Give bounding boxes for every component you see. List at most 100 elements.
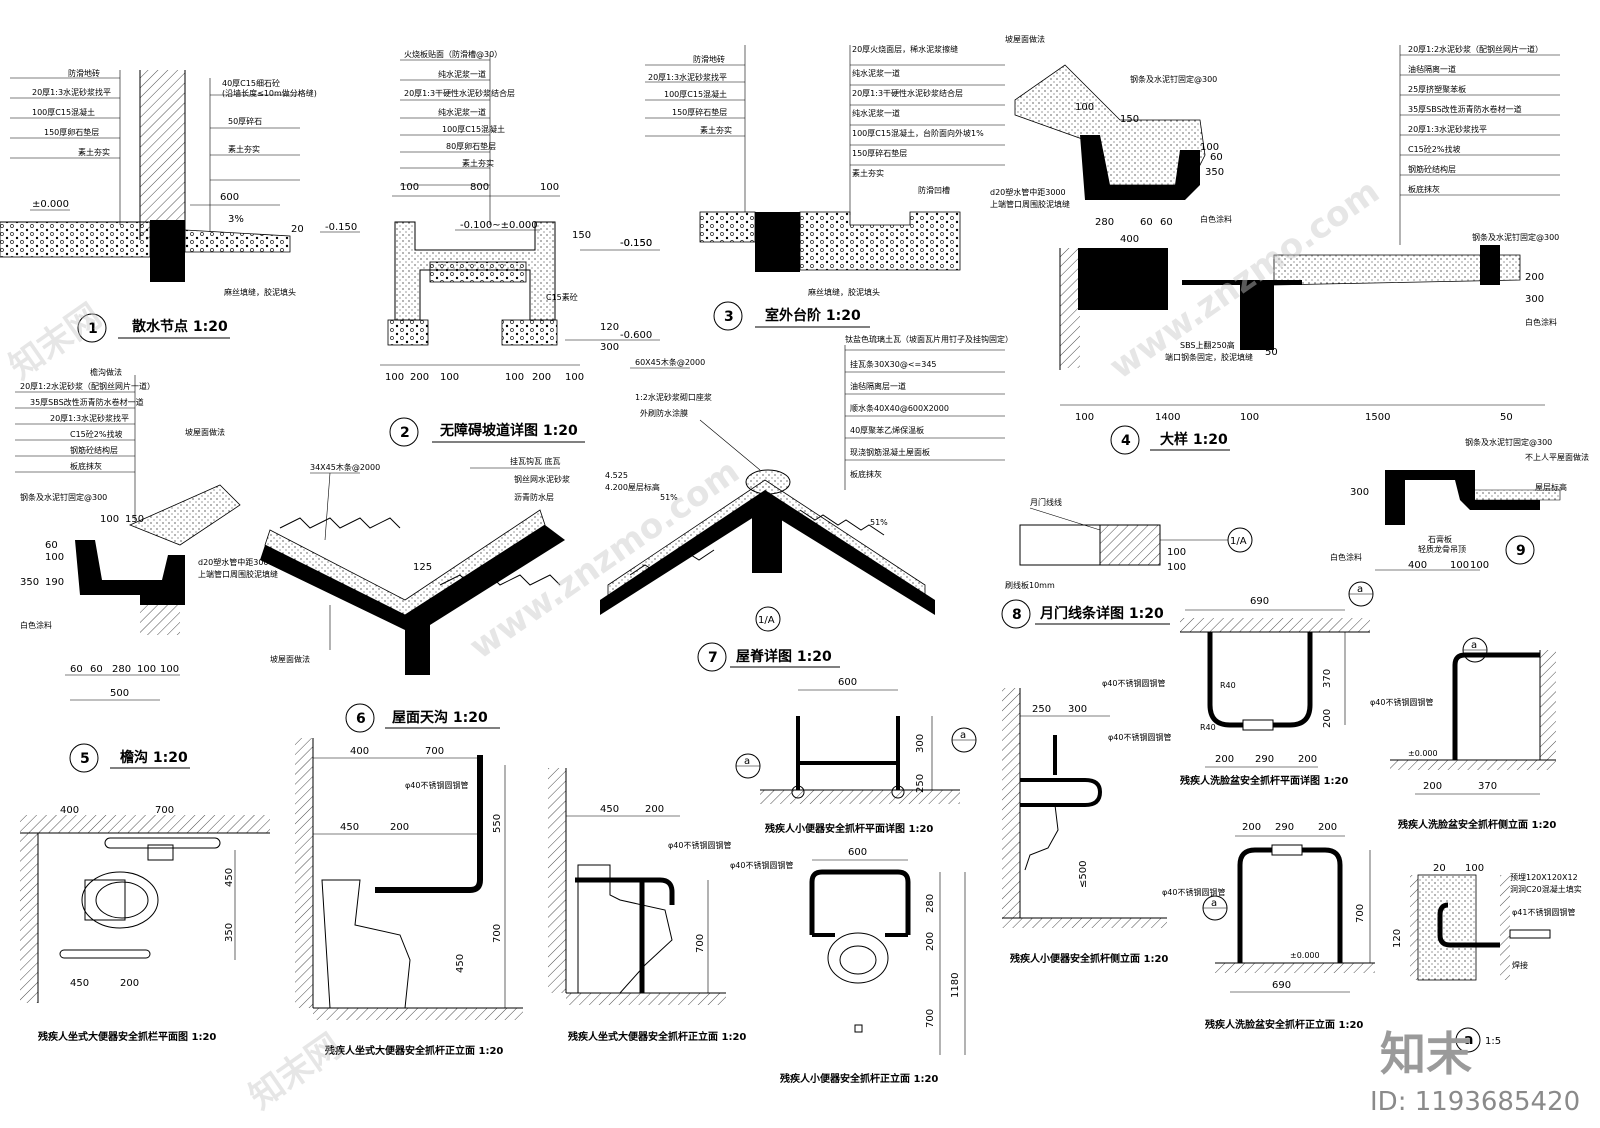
d9-dim4: 100 [1470, 560, 1489, 571]
up-dim-1: 600 [838, 677, 857, 688]
bs-ref: a [1471, 640, 1477, 651]
d3-r-layer-6: 150厚碎石垫层 [852, 148, 907, 158]
d5-title: 檐沟 1:20 [120, 749, 188, 766]
ts-toilet [577, 864, 673, 994]
bp-caption: 残疾人洗脸盆安全抓杆平面详图 1:20 [1180, 774, 1348, 787]
detail-7-ridge: 60X45木条@2000 1:2水泥砂浆砌口座浆 外刷防水涂膜 4.525 4.… [600, 334, 1013, 672]
d5-roof: 坡屋面做法 [185, 427, 225, 437]
d6-dim: 125 [413, 562, 432, 573]
d2-dim-top-3: 100 [540, 182, 559, 193]
d4-dim-10: 200 [1525, 272, 1544, 283]
d8-dim1: 100 [1167, 547, 1186, 558]
tf-dim-6: 700 [492, 924, 503, 943]
da-dim-3: 120 [1392, 929, 1403, 948]
tp-grab-bar-side [59, 949, 151, 959]
d4-dim-14: 100 [1240, 412, 1259, 423]
d4-nail2: 钢条及水泥钉固定@300 [1472, 232, 1559, 242]
bs-caption: 残疾人洗脸盆安全抓杆侧立面 1:20 [1398, 818, 1556, 831]
d6-roof: 坡屋面做法 [270, 654, 310, 664]
d7-layer-6: 板底抹灰 [850, 469, 882, 479]
d3-num: 3 [724, 309, 734, 325]
d7-ridge1: 1:2水泥砂浆砌口座浆 [635, 392, 712, 402]
bp-r2: R40 [1200, 723, 1216, 732]
bf-caption: 残疾人洗脸盆安全抓杆正立面 1:20 [1205, 1018, 1363, 1031]
d7-slope-r: 51% [870, 518, 888, 527]
d4-dim-17: 50 [1500, 412, 1513, 423]
d5-dim-total: 500 [110, 688, 129, 699]
tp-dim-2: 700 [155, 805, 174, 816]
bf-dim-1: 200 [1242, 822, 1261, 833]
d2-dim-b2: 200 [410, 372, 429, 383]
d4-pipe2: 上端管口周围胶泥填缝 [990, 199, 1070, 209]
d2-elev-out: -0.150 [620, 238, 652, 249]
bp-dim-4: 200 [1298, 754, 1317, 765]
d5-header: 檐沟做法 [90, 367, 122, 377]
d2-num: 2 [400, 425, 410, 441]
da-num: a [1464, 1032, 1473, 1048]
d3-layer-1: 防滑地砖 [693, 54, 725, 64]
d2-dim120: 120 [600, 322, 619, 333]
d6-number-circle [345, 703, 375, 733]
d1-layer-4: 150厚卵石垫层 [44, 127, 99, 137]
d5-layer-3: 20厚1:3水泥砂浆找平 [50, 413, 129, 423]
bs-elev: ±0.000 [1408, 749, 1438, 758]
d4-paint2: 白色涂料 [1525, 317, 1557, 327]
d2-elev-in: -0.100~±0.000 [460, 220, 538, 231]
d4-num: 4 [1121, 433, 1131, 449]
us-ref: a [960, 730, 966, 741]
uf-grab-bar [809, 869, 911, 935]
d3-layer-3: 100厚C15混凝土 [664, 89, 727, 99]
wm-logo: 知末 [1380, 1027, 1472, 1081]
d1-layer-2: 20厚1:3水泥砂浆找平 [32, 87, 111, 97]
d4-dim-15: 1500 [1365, 412, 1390, 423]
us-pipe: φ40不锈钢圆钢管 [1108, 732, 1171, 742]
d6-valley-section [260, 525, 565, 675]
uf-urinal [827, 932, 889, 984]
d4-number-circle [1110, 425, 1140, 455]
d3-r-layer-7: 素土夯实 [852, 168, 884, 178]
d4-layer-2: 油毡隔离一道 [1408, 64, 1456, 74]
d9-section [1385, 470, 1540, 525]
ts-caption: 残疾人坐式大便器安全抓杆正立面 1:20 [568, 1030, 746, 1043]
d4-dim-16: 50 [1265, 347, 1278, 358]
basin-grab-bar-plan: 690 200 290 200 370 200 R40 R40 a 残疾人洗脸盆… [1180, 581, 1374, 787]
bf-dim-4: 700 [1355, 904, 1366, 923]
detail-6-roof-valley: 34X45木条@2000 挂瓦钩瓦 底瓦 钢丝网水泥砂浆 沥青防水层 125 坡… [260, 456, 570, 733]
d3-layer-5: 素土夯实 [700, 125, 732, 135]
d5-num: 5 [80, 751, 90, 767]
detail-4-gutter-large: 坡屋面做法 钢条及水泥钉固定@300 20厚1:2水泥砂浆（配钢丝网片一道） 油… [990, 34, 1560, 455]
d1-num: 1 [88, 321, 98, 337]
d9-n3: 石膏板 [1428, 534, 1452, 544]
d5-gutter-section [75, 540, 185, 605]
d6-batten: 34X45木条@2000 [310, 462, 380, 472]
d5-dim-b4: 100 [137, 664, 156, 675]
d3-layer-4: 150厚碎石垫层 [672, 107, 727, 117]
uf-dim-1: 600 [848, 847, 867, 858]
d6-note-3: 沥青防水层 [514, 492, 554, 502]
d4-dim-9: 400 [1120, 234, 1139, 245]
d1-dim20: 20 [291, 224, 304, 235]
d2-elev-bot: -0.600 [620, 330, 652, 341]
bf-dim-2: 290 [1275, 822, 1294, 833]
bp-dim-5: 370 [1322, 669, 1333, 688]
bp-dim-3: 290 [1255, 754, 1274, 765]
foundation-block [150, 220, 185, 282]
us-caption: 残疾人小便器安全抓杆侧立面 1:20 [1010, 952, 1168, 965]
tp-toilet-bowl [81, 871, 159, 929]
d1-note-1: 40厚C15细石砼 [222, 78, 280, 88]
d5-pipe2: 上端管口周围胶泥填缝 [198, 569, 278, 579]
d8-number-circle [1001, 599, 1031, 629]
d7-header: 钛盐色琉璃土瓦（坡面瓦片用钉子及挂钩固定） [845, 334, 1013, 344]
us-grab-bar [1020, 778, 1103, 807]
da-n4: 焊接 [1512, 960, 1528, 970]
d5-dim-b5: 100 [160, 664, 179, 675]
tp-dim-5: 450 [70, 978, 89, 989]
d1-title: 散水节点 1:20 [132, 318, 228, 335]
d2-dim300: 300 [600, 342, 619, 353]
d4-layer-4: 35厚SBS改性沥青防水卷材一道 [1408, 104, 1522, 114]
d1-note-3: 50厚碎石 [228, 116, 262, 126]
d4-layer-6: C15砼2%找坡 [1408, 144, 1460, 154]
d7-number-circle [697, 642, 727, 672]
bs-dim-2: 370 [1478, 781, 1497, 792]
d5-dim-s3: 100 [45, 552, 64, 563]
